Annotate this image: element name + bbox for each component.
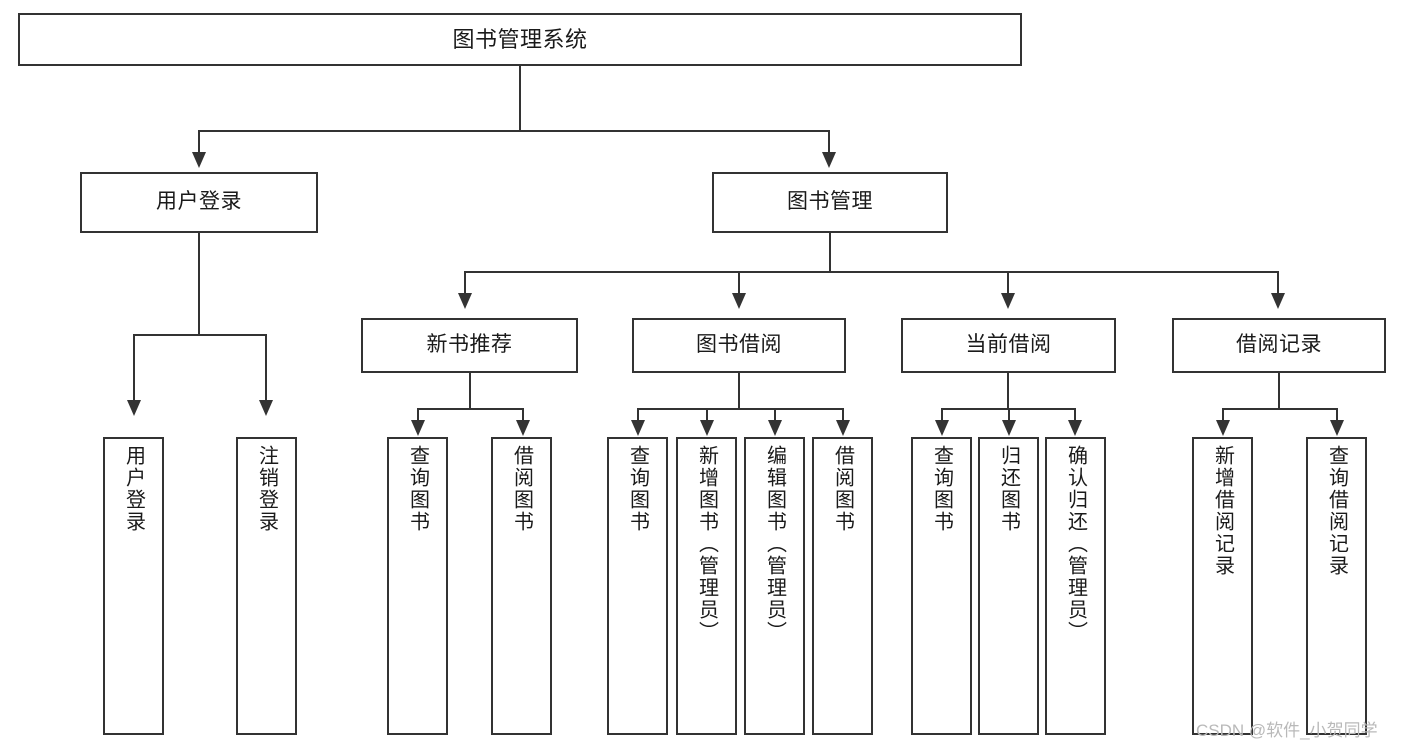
edge-book-borrow-bus: [637, 408, 843, 410]
arrow-user-login-to-leaf-2: [259, 400, 273, 416]
leaf-user-login[interactable]: 用户登录: [103, 437, 164, 735]
leaf-user-login-label: 用户登录: [122, 445, 145, 533]
leaf-add-borrow-record-label: 新增借阅记录: [1211, 445, 1234, 577]
edge-root-bus: [198, 130, 830, 132]
node-book-borrow-label: 图书借阅: [696, 333, 782, 357]
leaf-query-book-1[interactable]: 查询图书: [387, 437, 448, 735]
leaf-query-book-2-label: 查询图书: [626, 445, 649, 533]
arrow-cb-to-leaf-3: [1068, 420, 1082, 436]
node-book-management-label: 图书管理: [787, 190, 873, 214]
edge-br-to-leaf-2: [1336, 408, 1338, 422]
edge-cb-to-leaf-1: [941, 408, 943, 422]
leaf-add-book-label: 新增图书（管理员）: [695, 445, 718, 643]
edge-book-management-bus: [464, 271, 1278, 273]
node-current-borrow-label: 当前借阅: [965, 333, 1052, 357]
leaf-confirm-return[interactable]: 确认归还（管理员）: [1045, 437, 1106, 735]
edge-root-to-user-login: [198, 130, 200, 154]
node-root[interactable]: 图书管理系统: [18, 13, 1022, 66]
edge-nb-to-leaf-1: [417, 408, 419, 422]
edge-user-login-to-leaf-2: [265, 334, 267, 402]
node-new-book-recommend-label: 新书推荐: [426, 333, 513, 357]
edge-book-borrow-stem: [738, 373, 740, 409]
edge-bm-to-current-borrow: [1007, 271, 1009, 295]
arrow-bb-to-leaf-1: [631, 420, 645, 436]
edge-cb-to-leaf-3: [1074, 408, 1076, 422]
arrow-nb-to-leaf-2: [516, 420, 530, 436]
edge-user-login-bus: [133, 334, 267, 336]
leaf-borrow-book-1-label: 借阅图书: [510, 445, 533, 533]
leaf-add-book[interactable]: 新增图书（管理员）: [676, 437, 737, 735]
leaf-borrow-book-2[interactable]: 借阅图书: [812, 437, 873, 735]
edge-book-management-stem: [829, 233, 831, 272]
arrow-root-to-user-login: [192, 152, 206, 168]
leaf-borrow-book-1[interactable]: 借阅图书: [491, 437, 552, 735]
leaf-edit-book-label: 编辑图书（管理员）: [763, 445, 786, 643]
edge-borrow-record-stem: [1278, 373, 1280, 409]
arrow-nb-to-leaf-1: [411, 420, 425, 436]
edge-bb-to-leaf-4: [842, 408, 844, 422]
leaf-add-borrow-record[interactable]: 新增借阅记录: [1192, 437, 1253, 735]
edge-root-to-book-management: [828, 130, 830, 154]
node-user-login-label: 用户登录: [156, 190, 242, 214]
leaf-query-book-3[interactable]: 查询图书: [911, 437, 972, 735]
arrow-cb-to-leaf-1: [935, 420, 949, 436]
edge-cb-to-leaf-2: [1008, 408, 1010, 422]
edge-user-login-stem: [198, 233, 200, 335]
arrow-br-to-leaf-1: [1216, 420, 1230, 436]
leaf-edit-book[interactable]: 编辑图书（管理员）: [744, 437, 805, 735]
leaf-return-book-label: 归还图书: [997, 445, 1020, 533]
leaf-return-book[interactable]: 归还图书: [978, 437, 1039, 735]
edge-bm-to-book-borrow: [738, 271, 740, 295]
edge-borrow-record-bus: [1222, 408, 1338, 410]
leaf-logout[interactable]: 注销登录: [236, 437, 297, 735]
node-borrow-record[interactable]: 借阅记录: [1172, 318, 1386, 373]
arrow-user-login-to-leaf-1: [127, 400, 141, 416]
edge-bm-to-borrow-record: [1277, 271, 1279, 295]
edge-root-stem: [519, 66, 521, 131]
arrow-cb-to-leaf-2: [1002, 420, 1016, 436]
arrow-br-to-leaf-2: [1330, 420, 1344, 436]
leaf-query-book-2[interactable]: 查询图书: [607, 437, 668, 735]
edge-bm-to-new-book: [464, 271, 466, 295]
node-book-borrow[interactable]: 图书借阅: [632, 318, 846, 373]
arrow-bm-to-book-borrow: [732, 293, 746, 309]
node-root-label: 图书管理系统: [452, 26, 588, 52]
leaf-query-book-1-label: 查询图书: [406, 445, 429, 533]
edge-new-book-bus: [417, 408, 524, 410]
edge-nb-to-leaf-2: [522, 408, 524, 422]
node-current-borrow[interactable]: 当前借阅: [901, 318, 1116, 373]
edge-current-borrow-stem: [1007, 373, 1009, 409]
leaf-confirm-return-label: 确认归还（管理员）: [1064, 445, 1087, 643]
arrow-bb-to-leaf-4: [836, 420, 850, 436]
edge-br-to-leaf-1: [1222, 408, 1224, 422]
edge-bb-to-leaf-1: [637, 408, 639, 422]
arrow-bb-to-leaf-3: [768, 420, 782, 436]
edge-user-login-to-leaf-1: [133, 334, 135, 402]
edge-bb-to-leaf-3: [774, 408, 776, 422]
node-borrow-record-label: 借阅记录: [1236, 333, 1322, 357]
arrow-bm-to-borrow-record: [1271, 293, 1285, 309]
node-user-login[interactable]: 用户登录: [80, 172, 318, 233]
arrow-bb-to-leaf-2: [700, 420, 714, 436]
leaf-query-borrow-record[interactable]: 查询借阅记录: [1306, 437, 1367, 735]
leaf-query-book-3-label: 查询图书: [930, 445, 953, 533]
node-new-book-recommend[interactable]: 新书推荐: [361, 318, 578, 373]
leaf-borrow-book-2-label: 借阅图书: [831, 445, 854, 533]
leaf-query-borrow-record-label: 查询借阅记录: [1325, 445, 1348, 577]
node-book-management[interactable]: 图书管理: [712, 172, 948, 233]
edge-new-book-stem: [469, 373, 471, 409]
arrow-bm-to-current-borrow: [1001, 293, 1015, 309]
arrow-bm-to-new-book: [458, 293, 472, 309]
leaf-logout-label: 注销登录: [255, 445, 278, 533]
arrow-root-to-book-management: [822, 152, 836, 168]
edge-bb-to-leaf-2: [706, 408, 708, 422]
